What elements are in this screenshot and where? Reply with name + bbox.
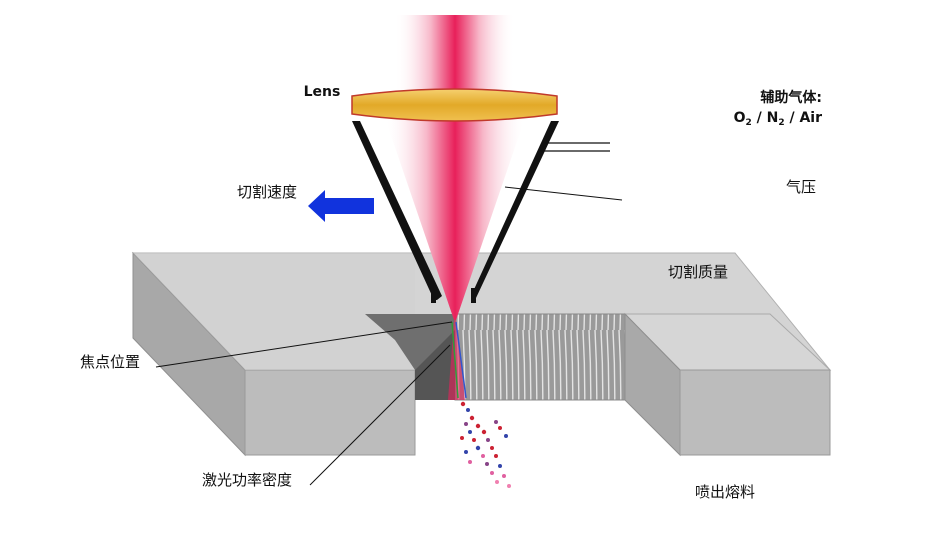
workpiece-right-front — [679, 369, 831, 456]
cutting-speed-label: 切割速度 — [237, 183, 297, 201]
beam-edge-green — [451, 321, 459, 399]
lens — [351, 88, 558, 122]
workpiece-left-top — [133, 253, 415, 370]
workpiece-left-front — [244, 369, 416, 456]
beam-edge-blue — [455, 321, 467, 399]
power-density-leader — [309, 344, 451, 486]
laser-beam-lower — [448, 320, 465, 400]
nozzle-wall-right — [471, 121, 559, 298]
nozzle-tip-left — [431, 288, 436, 303]
nozzle-wall-left — [352, 121, 442, 300]
laser-beam-cone — [385, 118, 525, 320]
cut-wall-striations — [454, 313, 626, 401]
assist-gas-label: 辅助气体: — [760, 89, 822, 106]
power-density-label: 激光功率密度 — [202, 471, 292, 489]
laser-beam-upper — [395, 15, 515, 95]
gas-types-label: O2 / N2 / Air — [734, 110, 823, 128]
ejected-melt-droplets — [460, 401, 511, 488]
gas-pressure-leader — [504, 186, 623, 201]
kerf-lower — [415, 330, 455, 400]
focus-position-leader — [155, 321, 453, 368]
cutting-quality-label: 切割质量 — [668, 263, 728, 281]
gas-pressure-label: 气压 — [786, 178, 816, 196]
focus-position-label: 焦点位置 — [80, 353, 140, 371]
lens-label: Lens — [304, 84, 341, 100]
nozzle-tip-right — [471, 288, 476, 303]
ejected-melt-label: 喷出熔料 — [695, 483, 755, 501]
arrow-left-icon — [308, 190, 374, 222]
